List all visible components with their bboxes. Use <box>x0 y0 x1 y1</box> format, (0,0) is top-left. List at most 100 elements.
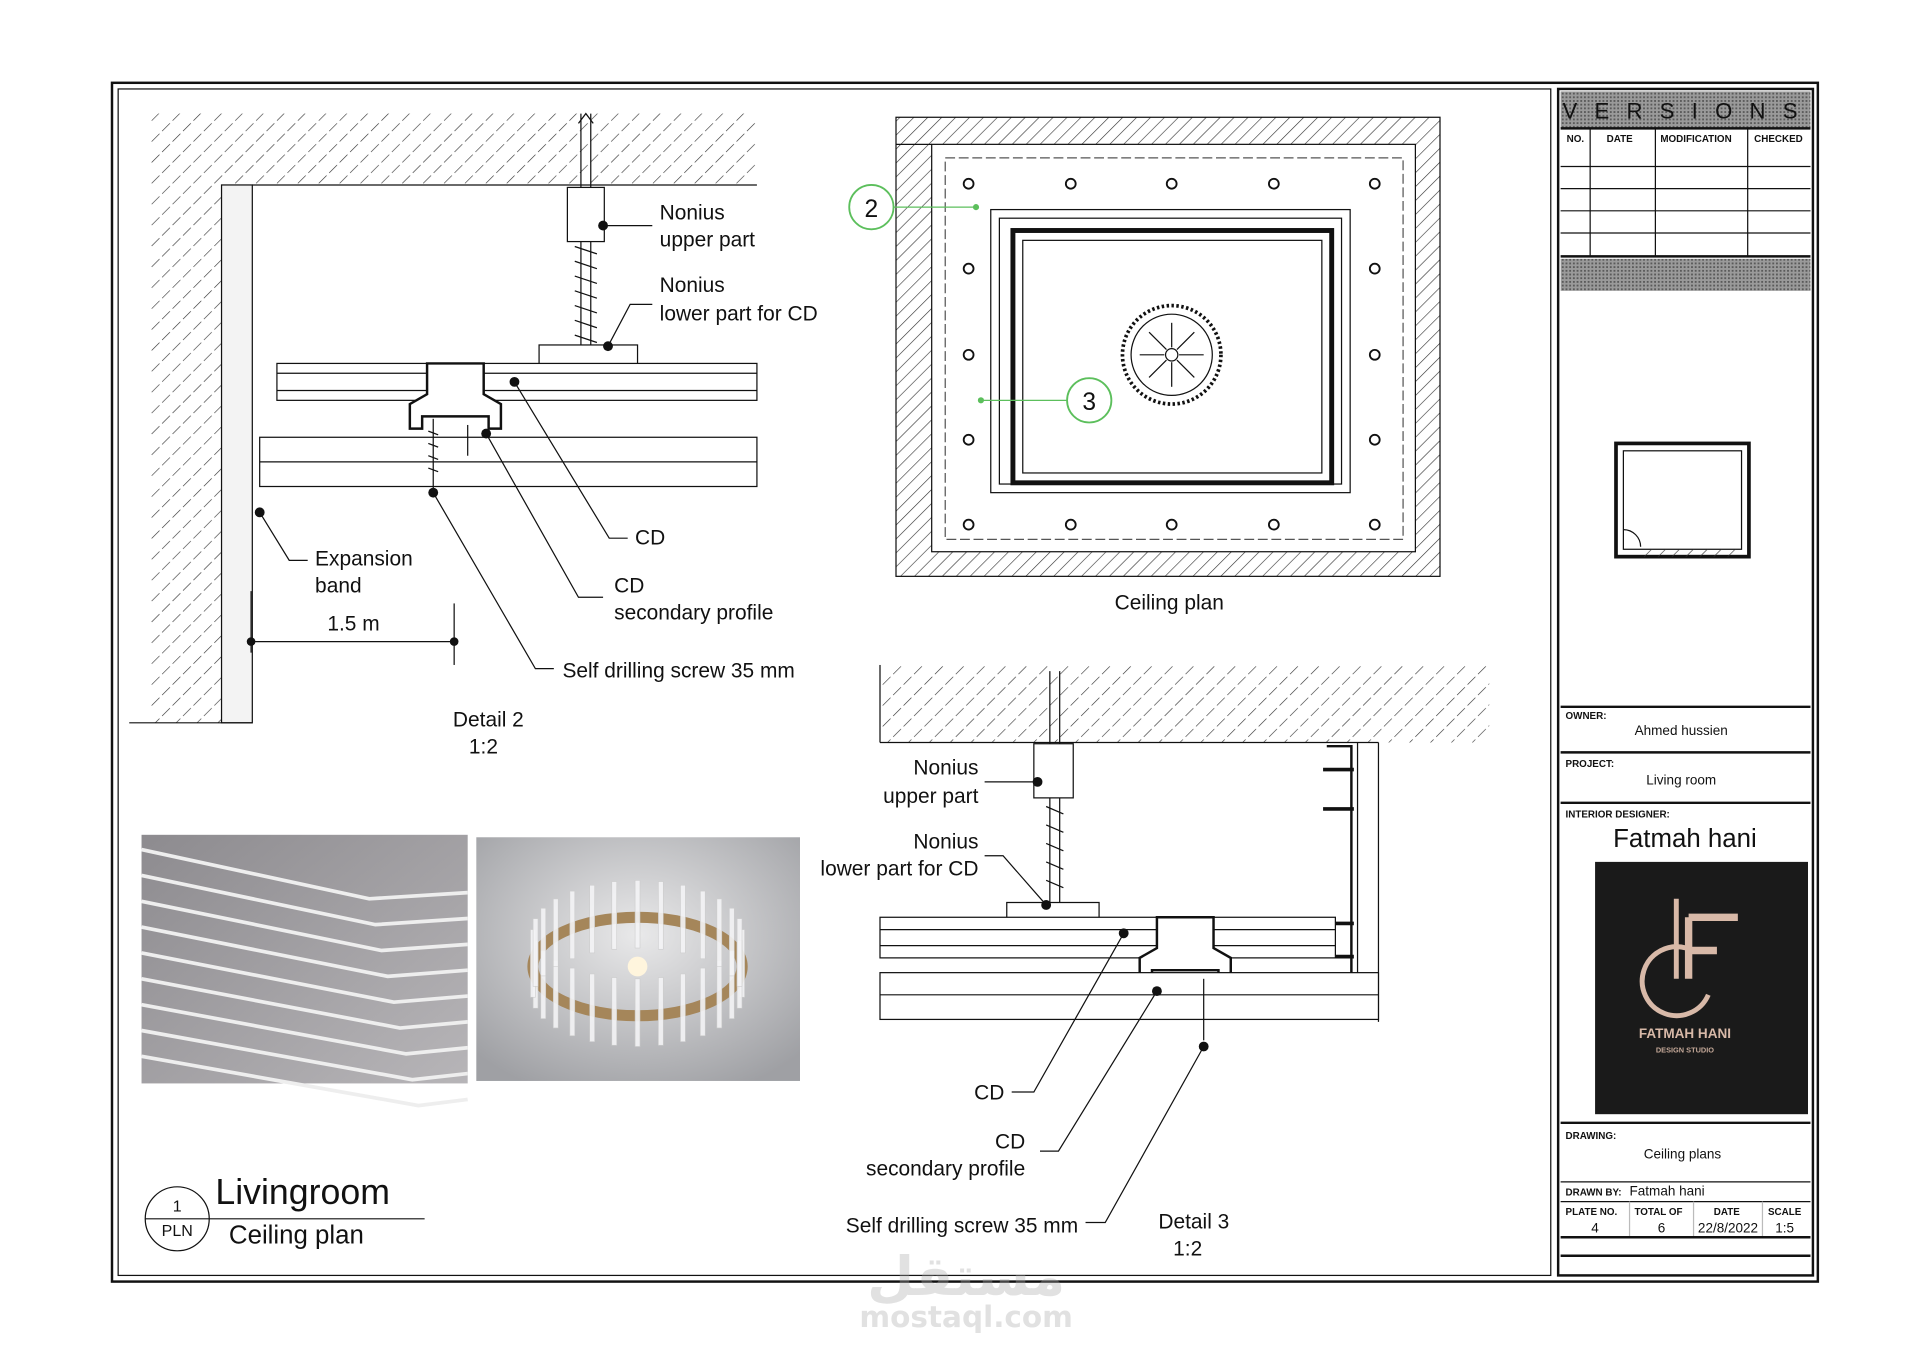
chandelier-arm <box>1148 331 1167 351</box>
ceiling-plan-title: Ceiling plan <box>1115 592 1224 615</box>
crystal-rod <box>658 881 664 950</box>
detail-2: Nonius upper part Nonius lower part for … <box>129 112 818 759</box>
owner-label: OWNER: <box>1566 711 1607 722</box>
label-nonius-upper-1: Nonius <box>913 757 978 780</box>
col-no: NO. <box>1567 134 1585 145</box>
nonius-upper <box>566 186 605 243</box>
callout-3: 3 <box>977 377 1113 424</box>
cd-connector <box>408 362 503 430</box>
light-fixture <box>962 433 975 446</box>
drawing-label: DRAWING: <box>1566 1131 1617 1142</box>
light-fixture <box>1268 177 1280 190</box>
nonius-upper <box>1033 743 1074 799</box>
crystal-rod <box>569 967 576 1037</box>
board-edge <box>141 1002 468 1056</box>
crystal-rod <box>540 907 547 977</box>
sheet-title-text: Livingroom <box>215 1172 390 1212</box>
label-cd-secondary-2: secondary profile <box>866 1158 1025 1181</box>
crystal-rod <box>589 884 595 954</box>
label-screw: Self drilling screw 35 mm <box>846 1214 1078 1237</box>
board-edge <box>141 925 468 979</box>
label-nonius-lower-2: lower part for CD <box>820 857 978 880</box>
gypsum-boards-photo <box>141 834 468 1108</box>
crystal-rod <box>680 973 686 1042</box>
drawn-by-value: Fatmah hani <box>1630 1183 1705 1198</box>
board-edge <box>141 1028 468 1082</box>
crystal-rod <box>658 977 664 1046</box>
light-fixture <box>1064 177 1077 190</box>
label-cd: CD <box>635 526 665 549</box>
chandelier-arm <box>1176 331 1195 351</box>
scale-label: SCALE <box>1768 1207 1802 1218</box>
gypsum-board <box>879 972 1380 1021</box>
designer-label: INTERIOR DESIGNER: <box>1566 810 1670 821</box>
crystal-rod <box>589 973 595 1042</box>
crystal-rod <box>634 880 641 949</box>
date-label: DATE <box>1714 1207 1740 1218</box>
recessed-lights <box>962 177 1381 531</box>
callout-2: 2 <box>848 184 980 231</box>
crystal-rod <box>680 884 686 954</box>
light-fixture <box>962 177 975 190</box>
board-edge <box>141 847 468 901</box>
sheet-code: PLN <box>162 1223 193 1240</box>
board-edge <box>141 873 468 927</box>
crystal-rod <box>552 959 559 1029</box>
board-edge <box>141 976 468 1030</box>
col-modification: MODIFICATION <box>1660 134 1731 145</box>
col-date: DATE <box>1607 134 1633 145</box>
label-screw: Self drilling screw 35 mm <box>562 659 794 682</box>
crystal-rod <box>552 898 559 967</box>
light-fixture <box>962 262 975 275</box>
chandelier-photo <box>476 837 800 1081</box>
label-cd-secondary-2: secondary profile <box>614 601 773 624</box>
crystal-rod <box>532 918 539 987</box>
callout-2-number: 2 <box>865 196 879 223</box>
sheet-title: 1 PLN Livingroom Ceiling plan <box>144 1172 425 1252</box>
outer-frame <box>110 81 1820 1283</box>
light-fixture <box>1368 262 1381 275</box>
ceiling-plan: 2 3 Ceiling plan <box>848 116 1441 615</box>
col-checked: CHECKED <box>1754 134 1803 145</box>
date-value: 22/8/2022 <box>1698 1220 1758 1235</box>
light-fixture <box>1165 518 1178 531</box>
wall-plaster <box>220 184 253 724</box>
chandelier-symbol <box>1120 303 1223 406</box>
drawing-area-frame <box>117 88 1552 1277</box>
cd-connector <box>1138 916 1232 984</box>
watermark-latin: mostaql.com <box>859 1300 1073 1334</box>
crystal-rod <box>569 890 576 960</box>
label-cd: CD <box>974 1081 1004 1104</box>
crystal-rod <box>736 918 743 987</box>
light-fixture <box>1165 177 1178 190</box>
total-of-label: TOTAL OF <box>1634 1207 1682 1218</box>
crystal-rod <box>611 977 618 1046</box>
crystal-rod <box>716 898 723 967</box>
project-value: Living room <box>1646 772 1716 787</box>
detail-2-title: Detail 2 <box>453 709 524 732</box>
watermark: مستقل mostaql.com <box>859 1245 1073 1334</box>
chandelier-arm <box>1148 359 1167 378</box>
light-fixture <box>962 518 975 531</box>
label-expansion-1: Expansion <box>315 547 413 570</box>
board-edge <box>141 899 468 953</box>
detail-3-scale: 1:2 <box>1173 1238 1202 1261</box>
versions-table: NO. DATE MODIFICATION CHECKED <box>1560 127 1811 258</box>
plate-no-label: PLATE NO. <box>1566 1207 1618 1218</box>
key-plan <box>1614 441 1751 559</box>
label-nonius-upper-2: upper part <box>660 229 755 252</box>
sheet-number: 1 <box>173 1198 182 1215</box>
light-fixture <box>1368 177 1381 190</box>
light-fixture <box>962 348 975 361</box>
nonius-lower <box>538 344 639 366</box>
ceiling-slab <box>150 113 757 185</box>
chandelier-arm <box>1176 359 1195 378</box>
drawing-value: Ceiling plans <box>1644 1147 1722 1162</box>
callout-3-number: 3 <box>1082 389 1096 416</box>
scale-value: 1:5 <box>1775 1220 1794 1235</box>
crystal-rod <box>634 978 641 1047</box>
cd-profile <box>879 916 1337 959</box>
detail-3: Nonius upper part Nonius lower part for … <box>820 664 1490 1261</box>
crystal-rod <box>699 967 706 1037</box>
plate-no-value: 4 <box>1591 1220 1599 1235</box>
